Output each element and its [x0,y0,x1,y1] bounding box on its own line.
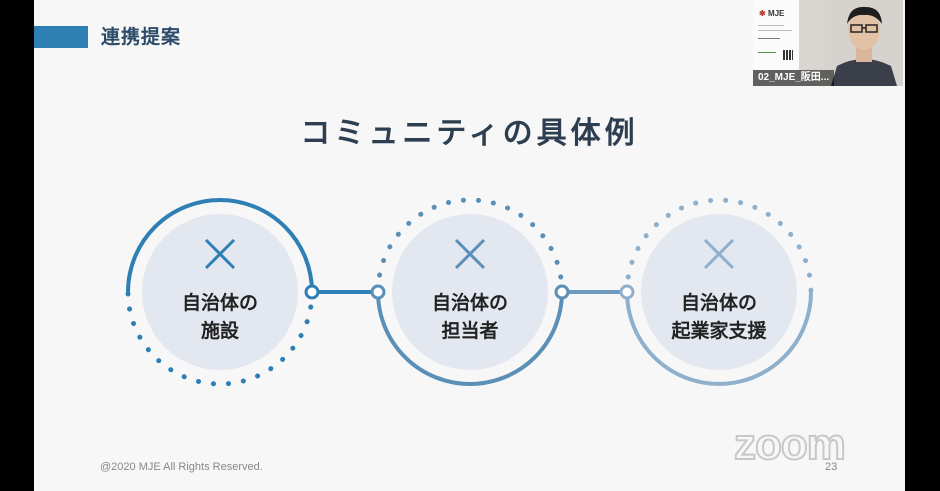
cross-icon [454,238,486,270]
circle-fill-2 [392,214,548,370]
participant-video-tile[interactable]: ✱ MJE 02_MJE_阪田... [753,0,903,86]
qr-code-icon [783,50,793,60]
circle-dots-3 [624,197,814,295]
cross-icon [703,238,735,270]
card-logo: ✱ MJE [759,9,785,18]
card-text-line [758,52,776,53]
community-diagram [125,197,814,387]
circle-fill-1 [142,214,298,370]
connector-node [554,284,570,300]
circle-dots-2 [375,197,565,295]
connector-node [304,284,320,300]
circle-arc-2 [376,291,564,386]
circle-dots-1 [125,289,315,387]
circle-label-3: 自治体の 起業家支援 [644,289,794,345]
page-number: 23 [825,461,838,473]
business-card: ✱ MJE [753,0,799,70]
person-avatar [825,0,903,86]
card-text-line [758,38,780,39]
circle-arc-3 [625,291,813,386]
card-text-line [758,25,784,26]
copyright-text: @2020 MJE All Rights Reserved. [100,461,263,473]
circle-label-line: 自治体の [181,292,258,314]
circle-fill-3 [641,214,797,370]
circle-label-line: 起業家支援 [671,320,767,342]
participant-name: 02_MJE_阪田... [753,70,835,86]
card-text-line [758,30,792,31]
circle-label-line: 自治体の [431,292,508,314]
zoom-watermark: zoom [733,419,847,470]
circle-label-line: 施設 [200,320,239,342]
cross-icon [204,238,236,270]
header-accent-bar [34,26,88,48]
slide-title: コミュニティの具体例 [300,116,639,151]
connector-node [370,284,386,300]
circle-arc-1 [126,198,314,293]
circle-label-line: 自治体の [680,292,757,314]
circle-label-1: 自治体の 施設 [145,289,295,345]
circle-label-2: 自治体の 担当者 [395,289,545,345]
section-title: 連携提案 [101,26,182,48]
card-logo-text: MJE [767,9,785,18]
connector-node [619,284,635,300]
circle-label-line: 担当者 [441,320,499,342]
